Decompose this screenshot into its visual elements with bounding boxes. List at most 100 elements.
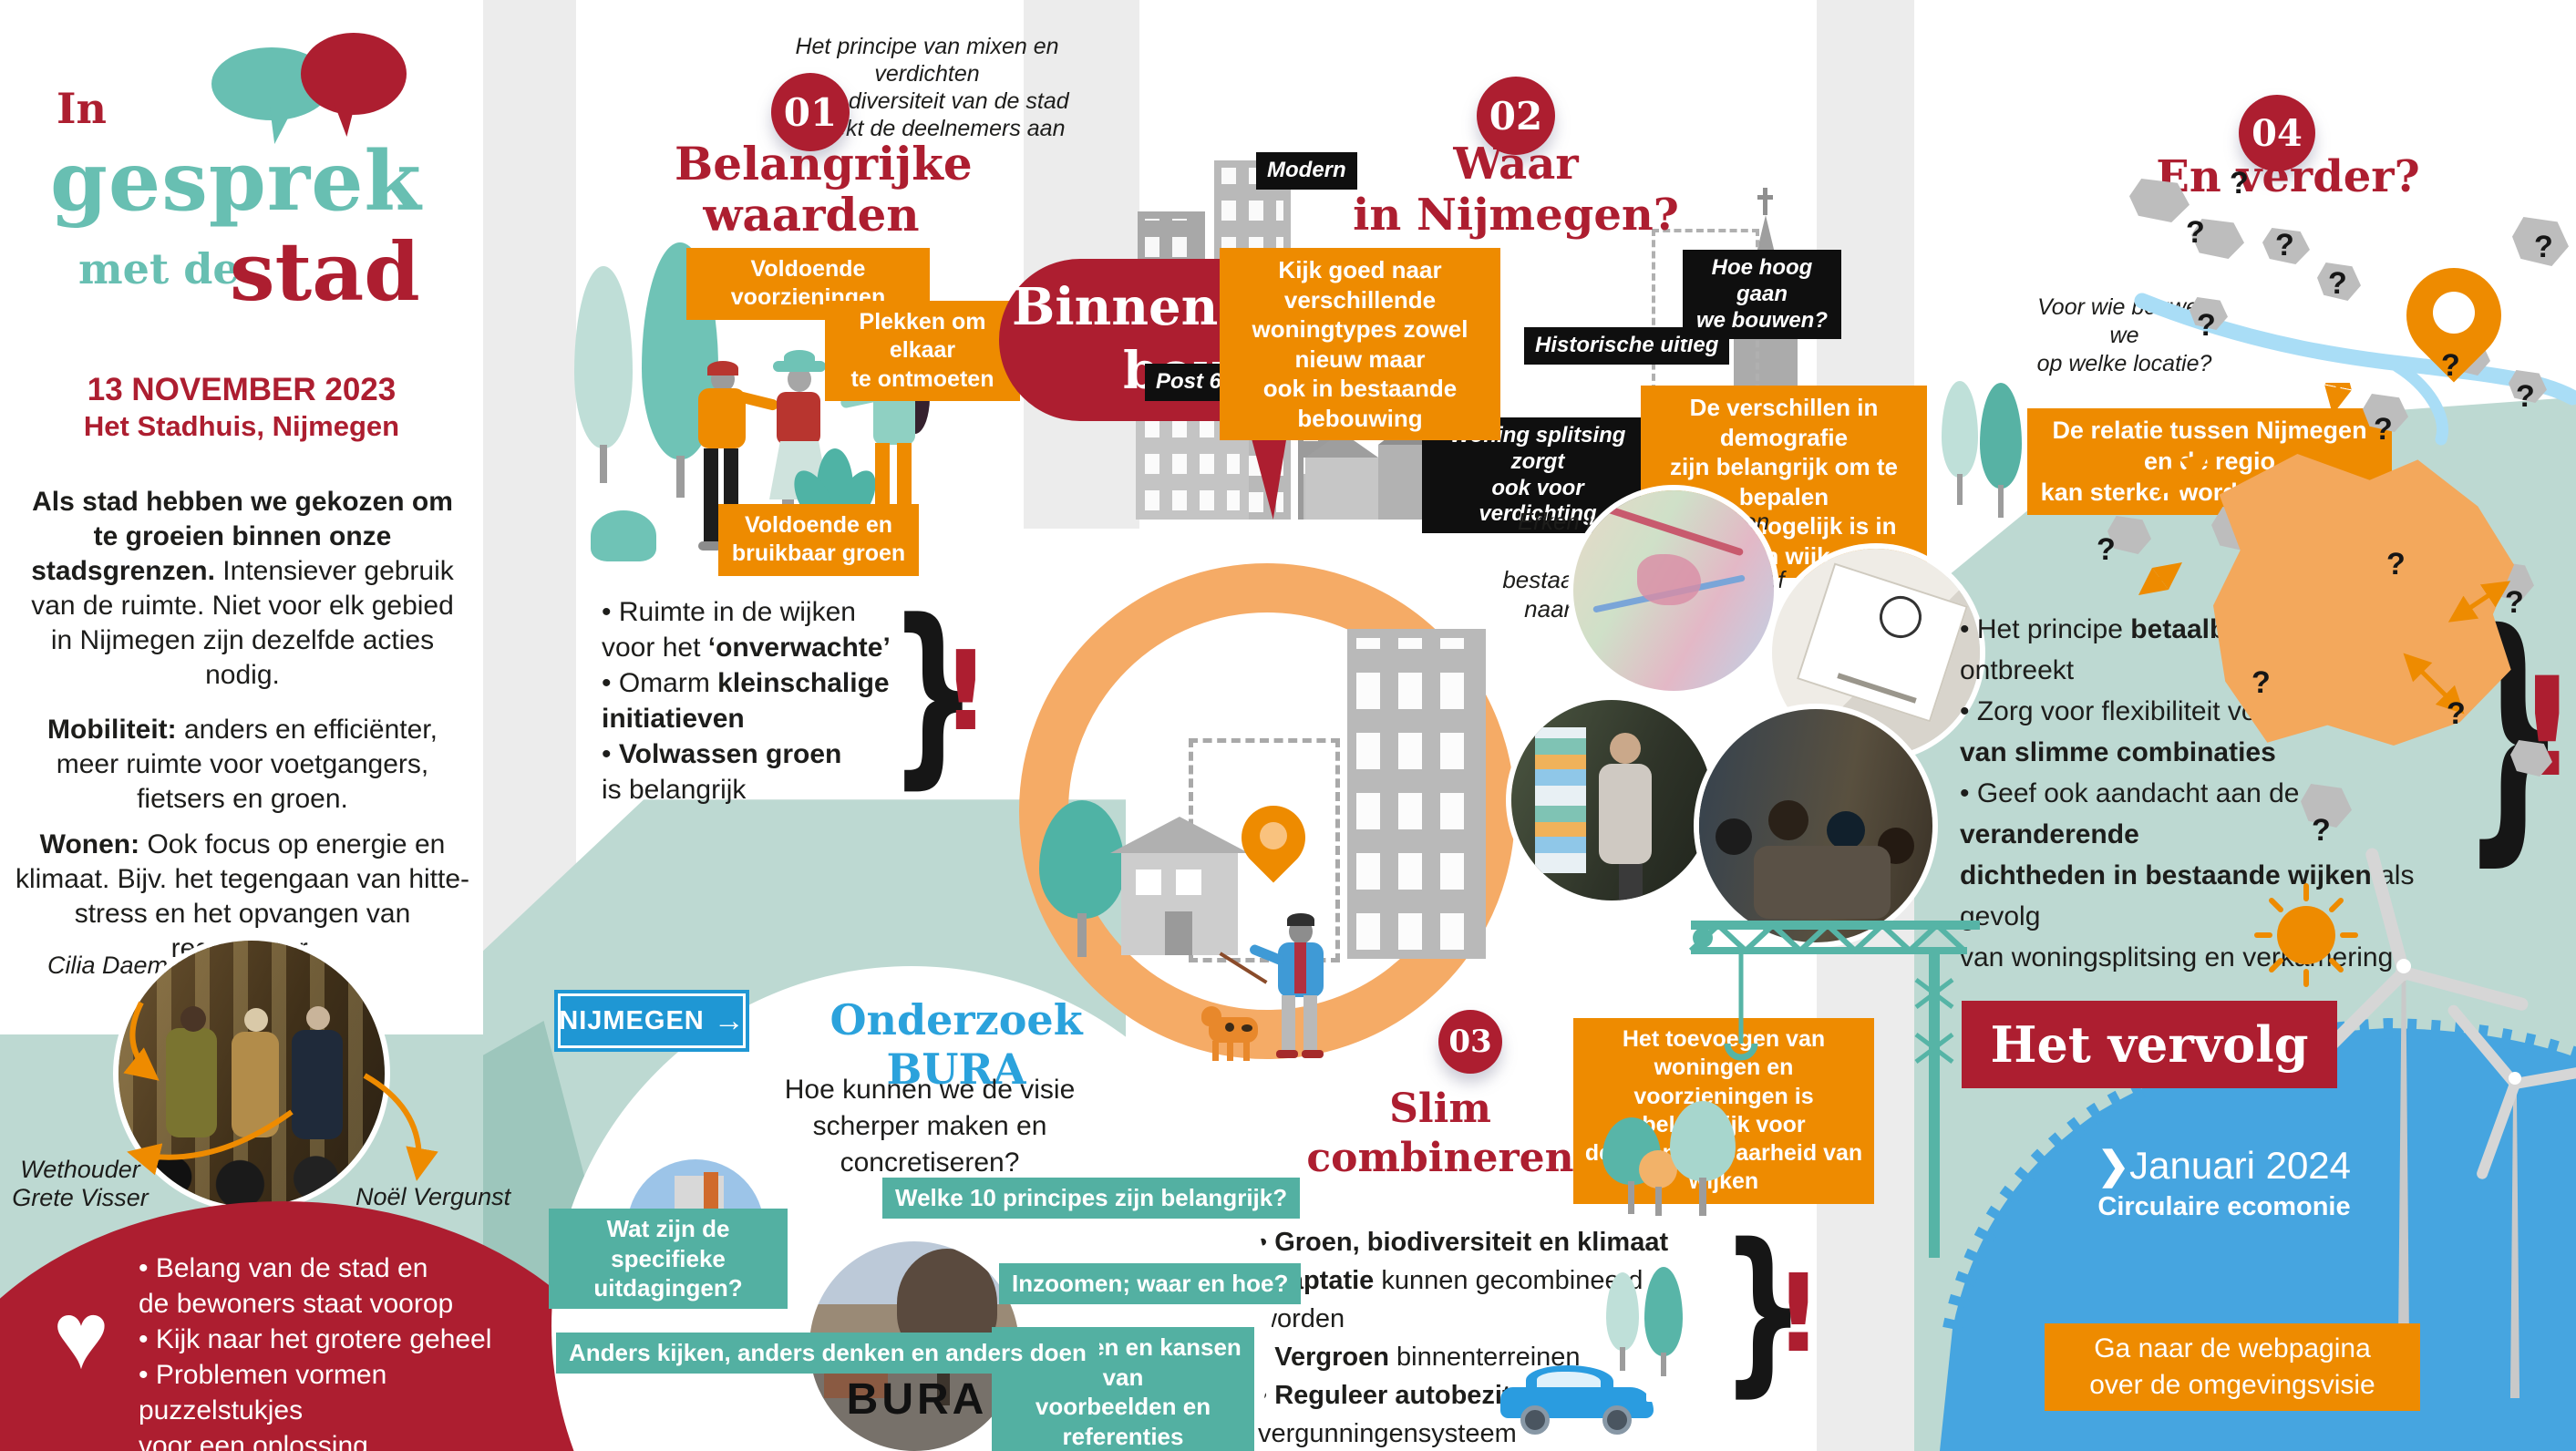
- logo-bubble-red: [301, 33, 407, 115]
- question-mark-icon: ?: [2197, 308, 2216, 343]
- vervolg-title: Het vervolg: [1990, 1015, 2309, 1074]
- tree-trunk: [1655, 1187, 1662, 1216]
- panel-arrows: [123, 1001, 438, 1181]
- tree-trunk: [1620, 1347, 1625, 1371]
- question-mark-icon: ?: [2097, 532, 2116, 567]
- photo-audience: [1699, 709, 1932, 942]
- bura-label-inzoomen: Inzoomen; waar en hoe?: [999, 1263, 1302, 1304]
- vervolg-date: ❯Januari 2024: [2097, 1144, 2352, 1187]
- question-mark-icon: ?: [2230, 166, 2249, 201]
- s03-badge: 03: [1438, 1010, 1502, 1074]
- bura-label-anders: Anders kijken, anders denken en anders d…: [556, 1333, 1099, 1374]
- s03-exclamation: !: [1774, 1250, 1823, 1376]
- wind-turbine-icon: [2446, 1003, 2576, 1402]
- tree-icon: [1980, 383, 2022, 489]
- bush-icon: [591, 510, 656, 561]
- s01-exclamation: !: [941, 629, 991, 756]
- tree-trunk: [1957, 474, 1963, 505]
- webpage-button[interactable]: Ga naar de webpagina over de omgevingsvi…: [2045, 1323, 2420, 1411]
- vervolg-banner: Het vervolg: [1962, 1001, 2337, 1088]
- sun-icon: [2254, 883, 2358, 987]
- question-mark-icon: ?: [2251, 665, 2271, 700]
- dog-walker-illustration: [1201, 913, 1347, 1083]
- tree-icon: [1644, 1267, 1683, 1356]
- s04-badge: 04: [2239, 95, 2315, 171]
- question-mark-icon: ?: [2516, 379, 2535, 414]
- s02-badge: 02: [1477, 77, 1555, 155]
- s02-tag-hoogte: Hoe hoog gaan we bouwen?: [1683, 250, 1841, 340]
- event-date: 13 NOVEMBER 2023: [87, 372, 397, 407]
- s03-brace: }: [1721, 1205, 1806, 1414]
- church-cross: [1763, 188, 1767, 215]
- s02-title: Waar in Nijmegen?: [1353, 139, 1679, 241]
- map-relation-arrows: [2138, 383, 2511, 715]
- question-mark-icon: ?: [2374, 412, 2393, 447]
- bura-label-voordelen: Voordelen en kansen van voorbeelden en r…: [992, 1327, 1254, 1451]
- photo-figure-2: [232, 1032, 279, 1137]
- chevron-icon: ❯: [2097, 1144, 2130, 1187]
- wind-turbine-icon: [2308, 846, 2530, 1367]
- photo-audience-heads: [137, 1132, 366, 1207]
- tree-trunk: [1077, 913, 1087, 957]
- bura-title: Onderzoek BURA: [829, 995, 1083, 1094]
- tree-trunk: [600, 445, 607, 483]
- bura-logo: BURA: [846, 1375, 988, 1424]
- crane-icon: [1688, 921, 1980, 1258]
- photo-map: [1573, 490, 1774, 691]
- house-icon: [1305, 432, 1378, 520]
- intro-paragraph-3: Wonen: Ook focus op energie en klimaat. …: [15, 829, 470, 963]
- logo-bubble-red-tail: [334, 102, 355, 137]
- tree-trunk: [1998, 485, 2004, 518]
- tree-icon: [1942, 381, 1978, 478]
- nijmegen-sign-label: NIJMEGEN: [559, 1005, 705, 1035]
- tree-icon: [1670, 1101, 1736, 1181]
- photo-figure-3-head: [306, 1006, 330, 1030]
- question-mark-icon: ?: [2328, 266, 2347, 301]
- photo-figure-1-head: [180, 1006, 206, 1032]
- panel-points: • Belang van de stad en de bewoners staa…: [139, 1253, 492, 1451]
- panel-name-grete: Wethouder Grete Visser: [12, 1156, 149, 1211]
- photo-figure-1: [166, 1028, 217, 1137]
- logo-word-met-de: met de: [78, 244, 240, 293]
- bura-label-principes: Welke 10 principes zijn belangrijk?: [882, 1178, 1301, 1219]
- panel-photo: [118, 941, 385, 1207]
- photo-figure-3: [292, 1030, 343, 1139]
- vervolg-subtitle: Circulaire ecomonie: [2097, 1192, 2351, 1221]
- question-mark-icon: ?: [2312, 813, 2331, 848]
- s02-tag-modern: Modern: [1256, 152, 1357, 190]
- tree-trunk: [1661, 1353, 1666, 1376]
- panel-name-noel: Noël Vergunst: [355, 1183, 511, 1210]
- logo-word-stad: stad: [230, 224, 420, 319]
- bura-question: Hoe kunnen we de visie scherper maken en…: [784, 1075, 1076, 1178]
- nijmegen-sign: NIJMEGEN →: [558, 993, 746, 1048]
- intro-p1-bold: Als stad hebben we gekozen om te groeien…: [31, 487, 453, 586]
- s03-bullets: • Groen, biodiversiteit en klimaat adapt…: [1258, 1228, 1669, 1448]
- heart-icon: ♥: [53, 1283, 109, 1389]
- intro-paragraph-1: Als stad hebben we gekozen om te groeien…: [20, 485, 465, 693]
- bura-label-uitdagingen: Wat zijn de specifieke uitdagingen?: [549, 1209, 788, 1309]
- tree-trunk: [1699, 1178, 1706, 1216]
- logo-word-gesprek: gesprek: [50, 133, 422, 230]
- car-icon: [1500, 1365, 1660, 1440]
- intro-p1-rest: Intensiever gebruik van de ruimte. Niet …: [31, 556, 454, 690]
- question-mark-icon: ?: [2534, 230, 2553, 264]
- s01-brace: }: [889, 578, 978, 807]
- s01-badge: 01: [771, 73, 850, 151]
- s01-title: Belangrijke waarden: [675, 137, 973, 242]
- tree-icon: [1606, 1272, 1639, 1351]
- logo-word-in: In: [57, 84, 107, 133]
- tree-icon: [574, 266, 633, 448]
- location-pin-icon: [2386, 248, 2521, 405]
- apartment-building: [1347, 629, 1486, 959]
- question-mark-icon: ?: [2441, 348, 2460, 383]
- question-mark-icon: ?: [2386, 547, 2406, 581]
- photo-figure-2-head: [244, 1008, 268, 1032]
- tree-icon: [1039, 800, 1125, 919]
- church-cross-bar: [1757, 195, 1773, 200]
- event-venue: Het Stadhuis, Nijmegen: [83, 410, 400, 442]
- s02-exclamation: !: [2516, 649, 2576, 808]
- s01-bullets: • Ruimte in de wijken voor het ‘onverwac…: [602, 597, 891, 805]
